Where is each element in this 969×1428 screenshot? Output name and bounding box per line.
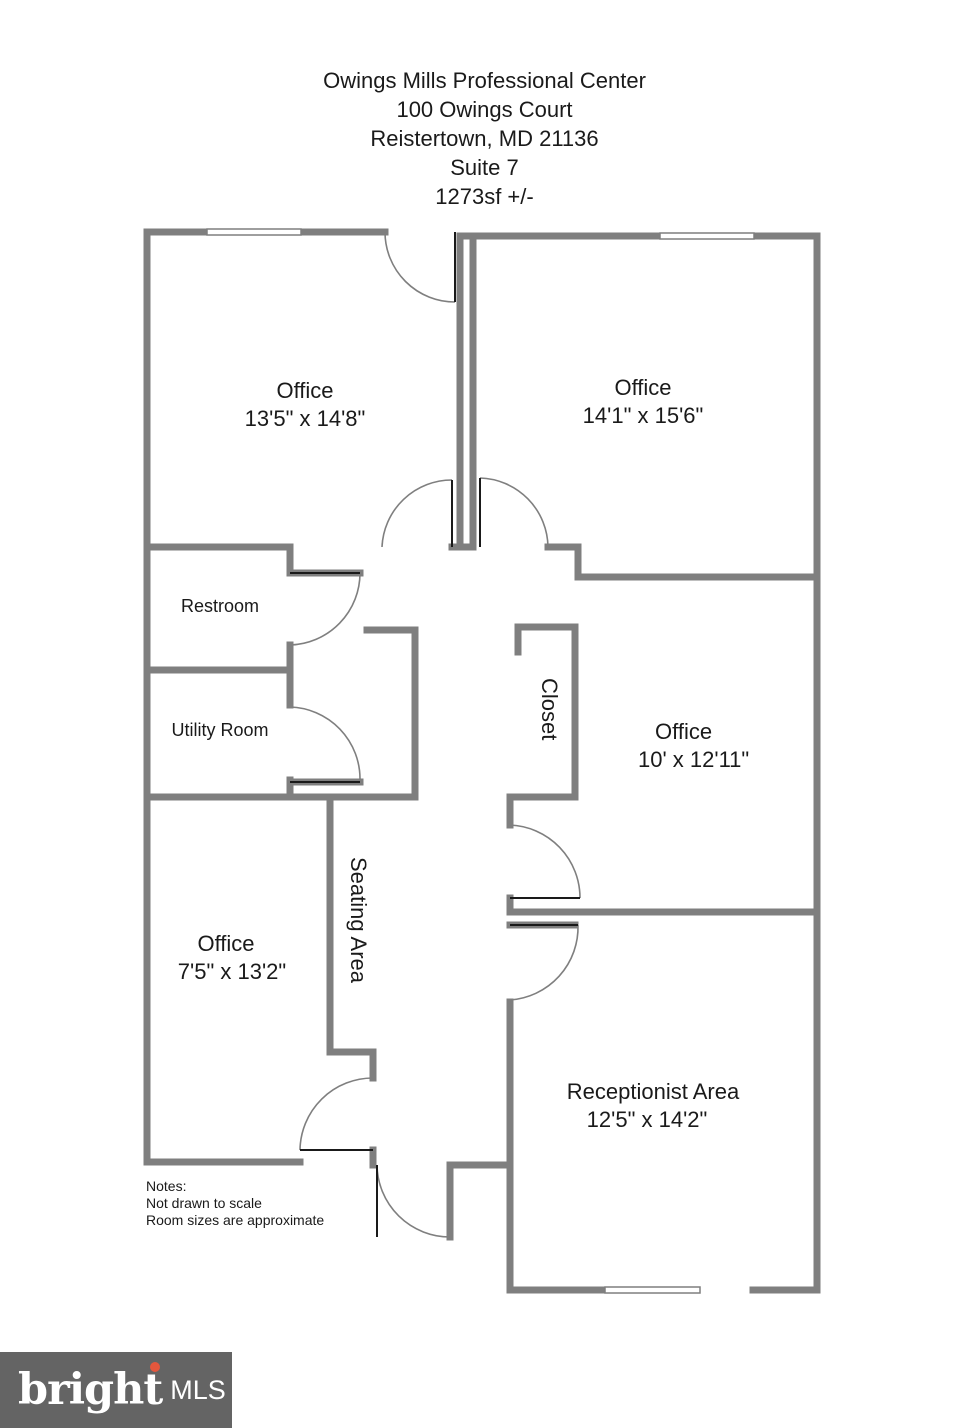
room-office-mid-right: Office 10' x 12'11" <box>600 718 800 774</box>
wall-mid-office-bottom <box>506 894 821 916</box>
wall-closet-box <box>326 626 419 801</box>
wall-closet <box>506 623 579 829</box>
window-top-left <box>206 228 302 236</box>
room-size: 13'5" x 14'8" <box>244 406 366 431</box>
room-name: Office <box>197 931 255 956</box>
room-name: Receptionist Area <box>566 1079 740 1104</box>
wall-seating <box>326 793 377 1082</box>
room-size: 7'5" x 13'2" <box>177 959 287 984</box>
room-size: 10' x 12'11" <box>638 747 750 772</box>
door-main-entry <box>376 1164 451 1238</box>
notes-title: Notes: <box>146 1178 187 1194</box>
building-name: Owings Mills Professional Center <box>323 68 646 93</box>
room-office-top-left: Office 13'5" x 14'8" <box>205 377 405 433</box>
room-name: Office <box>655 719 713 744</box>
windows <box>206 228 755 1294</box>
room-closet: Closet <box>537 678 562 741</box>
room-office-top-right: Office 14'1" x 15'6" <box>543 374 743 430</box>
bright-mls-logo: bright MLS <box>0 1352 232 1428</box>
room-name: Office <box>614 375 672 400</box>
logo-suffix: MLS <box>170 1374 226 1405</box>
door-swings <box>289 231 581 1238</box>
room-seating: Seating Area <box>346 857 371 983</box>
room-utility: Utility Room <box>171 720 269 740</box>
room-restroom: Restroom <box>180 596 260 616</box>
window-top-right <box>659 232 755 240</box>
logo-brand: bright <box>18 1365 163 1415</box>
plan-header: Owings Mills Professional Center 100 Owi… <box>0 66 969 211</box>
logo-accent-dot <box>150 1362 160 1372</box>
wall-top-right <box>456 232 821 1294</box>
room-reception: Receptionist Area 12'5" x 14'2" <box>543 1078 763 1134</box>
door-mid-office <box>509 824 581 899</box>
window-bottom <box>604 1286 701 1294</box>
room-name: Office <box>276 378 334 403</box>
city-state-zip: Reistertown, MD 21136 <box>370 126 599 151</box>
suite-number: Suite 7 <box>450 155 519 180</box>
plan-notes: Notes: Not drawn to scale Room sizes are… <box>146 1178 324 1229</box>
room-office-bottom-left: Office 7'5" x 13'2" <box>140 930 320 986</box>
door-utility <box>289 706 361 781</box>
walls <box>143 228 821 1294</box>
street-address: 100 Owings Court <box>396 97 573 122</box>
notes-line1: Not drawn to scale <box>146 1195 262 1211</box>
door-leaves <box>290 232 580 1237</box>
door-top-left-office <box>381 479 453 548</box>
door-reception <box>509 924 579 1001</box>
wall-restroom-top2 <box>286 543 364 577</box>
wall-mid-right-top <box>574 543 821 581</box>
door-bottom-left-office <box>299 1077 374 1151</box>
room-size: 14'1" x 15'6" <box>582 403 704 428</box>
door-restroom <box>289 572 361 646</box>
wall-reception-left2 <box>506 998 607 1294</box>
wall-restroom-bottom <box>143 641 294 674</box>
door-top-right-office <box>479 477 549 548</box>
square-footage: 1273sf +/- <box>435 184 534 209</box>
wall-entry-right <box>446 1161 514 1241</box>
room-size: 12'5" x 14'2" <box>586 1107 708 1132</box>
door-entry-top <box>384 231 456 303</box>
notes-line2: Room sizes are approximate <box>146 1212 325 1228</box>
